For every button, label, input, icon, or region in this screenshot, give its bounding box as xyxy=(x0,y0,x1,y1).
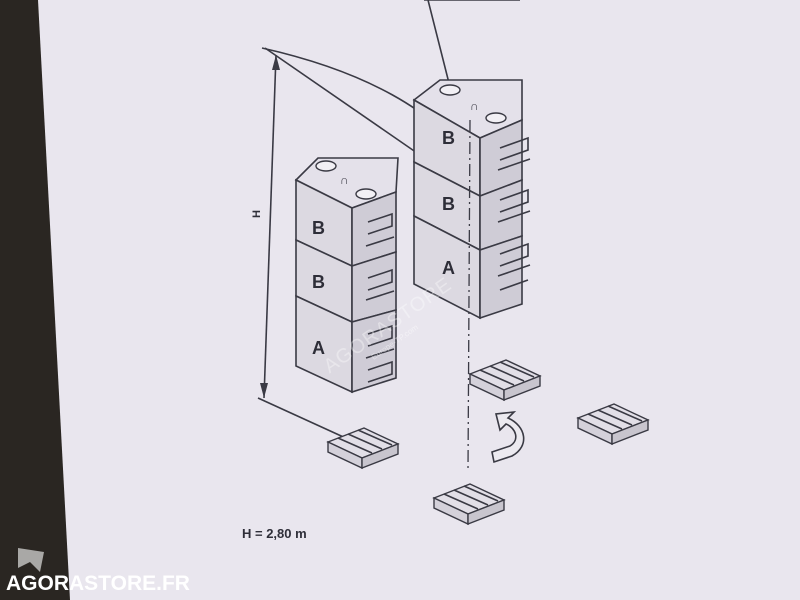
stack-left-tier-3: A xyxy=(312,338,325,358)
pallet-3 xyxy=(576,403,650,446)
height-caption: H = 2,80 m xyxy=(242,526,307,541)
paper-sheet xyxy=(38,0,800,600)
center-axis xyxy=(467,119,471,471)
stack-right: ∩ B B A xyxy=(412,79,531,320)
footer-brand-text: AGORASTORE.FR xyxy=(6,572,190,595)
pallet-1 xyxy=(468,359,542,402)
pallet-2 xyxy=(326,427,400,470)
stack-left: ∩ B B A xyxy=(294,157,399,394)
footer-brand: AGORASTORE.FR xyxy=(6,548,190,595)
stack-right-tier-1: B xyxy=(442,128,455,148)
curved-arrow-icon xyxy=(491,410,525,464)
svg-text:∩: ∩ xyxy=(340,173,349,187)
brand-logo-icon xyxy=(18,548,44,572)
stack-left-tier-2: B xyxy=(312,272,325,292)
stack-right-tier-2: B xyxy=(442,194,455,214)
leader-line xyxy=(424,0,520,96)
stack-right-tier-3: A xyxy=(442,258,455,278)
dimension-h: H xyxy=(251,47,421,441)
dimension-label: H xyxy=(251,210,263,218)
pallet-4 xyxy=(432,483,506,526)
stack-left-tier-1: B xyxy=(312,218,325,238)
svg-text:∩: ∩ xyxy=(470,99,479,113)
